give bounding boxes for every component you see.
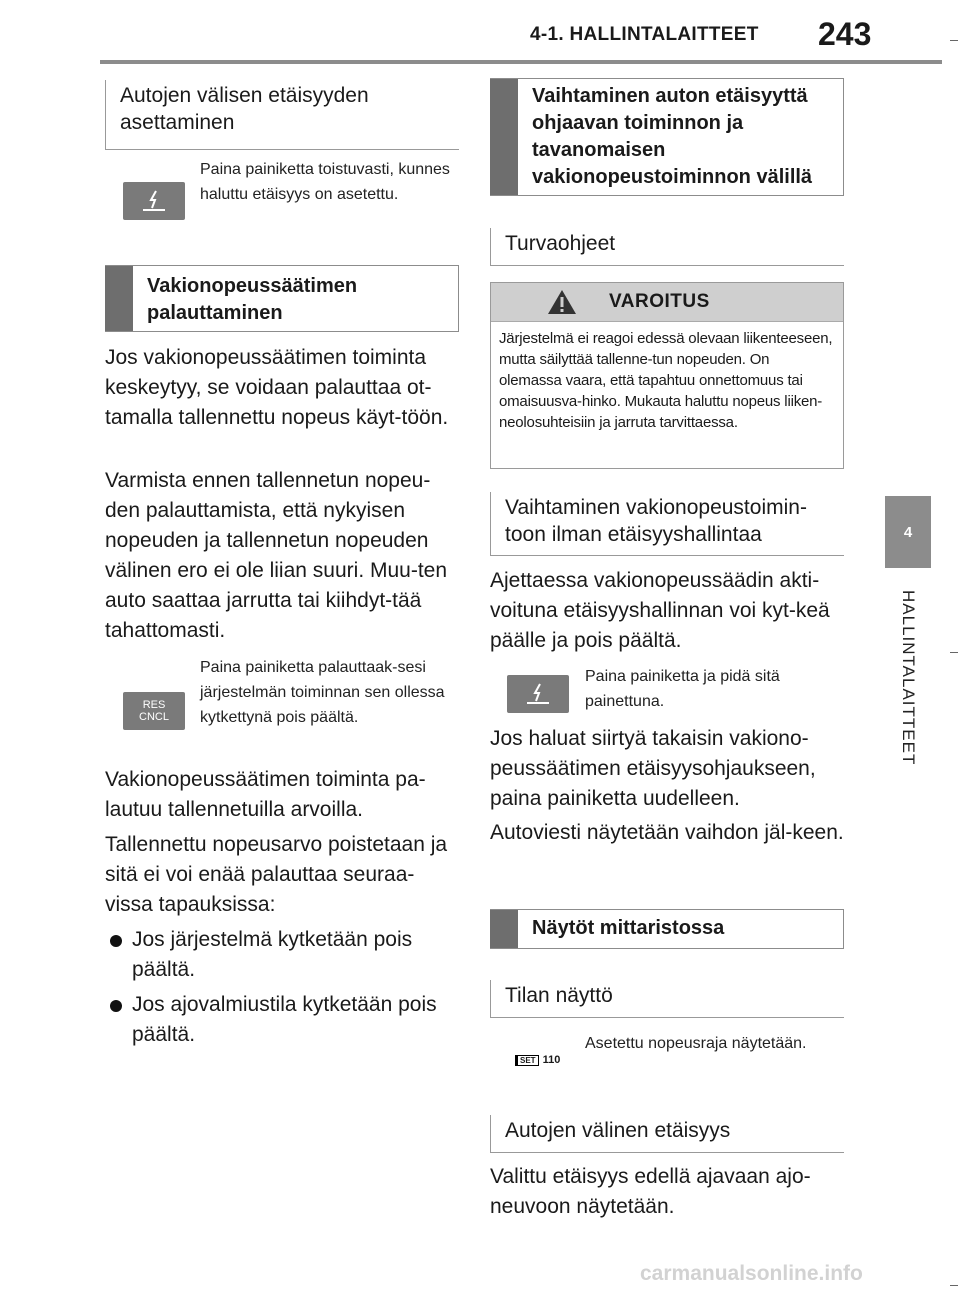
- heading-displays-text: Näytöt mittaristossa: [532, 917, 725, 939]
- watermark: carmanualsonline.info: [640, 1262, 863, 1285]
- distance-button-text: Paina painiketta toistuvasti, kunnes hal…: [200, 161, 450, 203]
- subsection-title-safety: Turvaohjeet: [490, 228, 844, 266]
- crop-mark: [950, 1285, 958, 1286]
- paragraph: Varmista ennen tallennetun nopeu-den pal…: [105, 469, 448, 642]
- subsection-title-cruise: Vaihtaminen vakionopeustoimin-toon ilman…: [490, 492, 844, 556]
- paragraph: Jos haluat siirtyä takaisin vakiono-peus…: [490, 727, 816, 810]
- header-rule: [100, 60, 942, 64]
- warning-text: Järjestelmä ei reagoi edessä olevaan lii…: [499, 330, 833, 431]
- set-value: 110: [542, 1054, 561, 1066]
- subsection-title-gap: Autojen välinen etäisyys: [490, 1115, 844, 1153]
- res-label: RES: [142, 699, 166, 711]
- list-item: Jos järjestelmä kytketään pois päältä.: [132, 928, 413, 981]
- paragraph: Valittu etäisyys edellä ajavaan ajo-neuv…: [490, 1165, 811, 1218]
- distance-button: [507, 675, 569, 713]
- paragraph: Jos vakionopeussäätimen toiminta keskeyt…: [105, 346, 449, 429]
- heading-resume: Vakionopeussäätimen palauttaminen: [105, 265, 459, 332]
- subsection-title-distance: Autojen välisen etäisyyden asettaminen: [105, 80, 459, 150]
- hold-button-text: Paina painiketta ja pidä sitä painettuna…: [585, 668, 780, 710]
- warning-header: VAROITUS: [491, 283, 843, 322]
- heading-resume-text: Vakionopeussäätimen palauttaminen: [147, 275, 358, 324]
- heading-switch-text: Vaihtaminen auton etäisyyttä ohjaavan to…: [532, 85, 813, 188]
- res-cncl-button: RES CNCL: [123, 692, 185, 730]
- heading-displays: Näytöt mittaristossa: [490, 909, 844, 949]
- bullet-icon: [110, 1000, 122, 1012]
- heading-switch: Vaihtaminen auton etäisyyttä ohjaavan to…: [490, 78, 844, 196]
- distance-icon: [527, 683, 549, 704]
- set-label: SET: [515, 1054, 539, 1066]
- page-number: 243: [818, 16, 872, 52]
- warning-title: VAROITUS: [609, 291, 710, 312]
- bullet-icon: [110, 935, 122, 947]
- res-button-text: Paina painiketta palauttaak-sesi järjest…: [200, 659, 445, 726]
- chapter-label: HALLINTALAITTEET: [899, 590, 918, 766]
- heading-bar: [490, 79, 518, 195]
- warning-icon: [548, 290, 576, 314]
- paragraph: Ajettaessa vakionopeussäädin akti-voitun…: [490, 569, 830, 652]
- crop-mark: [950, 40, 958, 41]
- heading-bar: [490, 910, 518, 948]
- crop-mark: [950, 652, 958, 653]
- paragraph: Tallennettu nopeusarvo poistetaan ja sit…: [105, 833, 448, 916]
- paragraph: Autoviesti näytetään vaihdon jäl-keen.: [490, 821, 844, 844]
- set-speed-indicator: SET 110: [515, 1054, 560, 1066]
- heading-bar: [105, 266, 133, 331]
- paragraph: Vakionopeussäätimen toiminta pa-lautuu t…: [105, 768, 426, 821]
- chapter-tab: 4: [885, 496, 931, 568]
- warning-box: VAROITUS Järjestelmä ei reagoi edessä ol…: [490, 282, 844, 469]
- distance-icon: [143, 190, 165, 211]
- section-title: 4-1. HALLINTALAITTEET: [530, 24, 759, 45]
- subsection-title-status: Tilan näyttö: [490, 980, 844, 1018]
- cncl-label: CNCL: [139, 711, 169, 723]
- list-item: Jos ajovalmiustila kytketään pois päältä…: [132, 993, 437, 1046]
- chapter-number: 4: [903, 523, 913, 541]
- set-text: Asetettu nopeusraja näytetään.: [585, 1035, 807, 1052]
- distance-button: [123, 182, 185, 220]
